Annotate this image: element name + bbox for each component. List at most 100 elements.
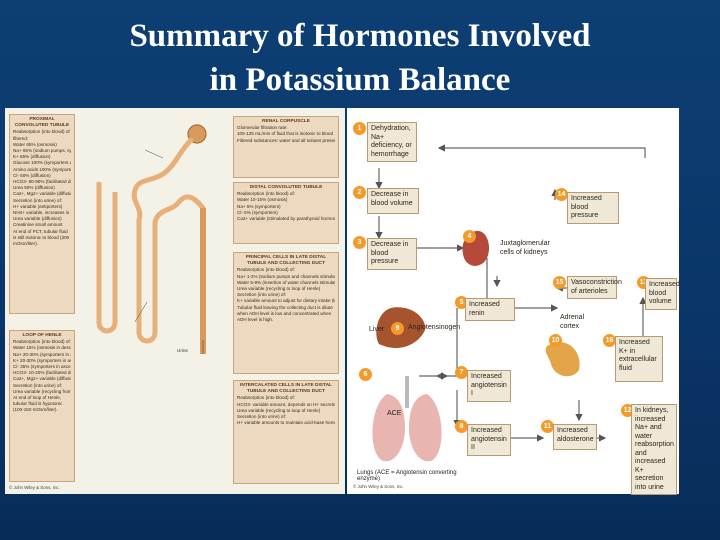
pc-rows: Na+ 1-2% (sodium pumps and channels stim… xyxy=(237,274,335,293)
table-row: Na+ 20-30% (symporters in ascending limb… xyxy=(13,351,71,357)
step-14-number: 14 xyxy=(555,188,568,201)
loop-footnote: At end of loop of Henle, tubular fluid i… xyxy=(13,395,63,413)
table-row: Ca2+, Mg2+ variable (diffusion) xyxy=(13,191,71,197)
step-12-number: 12 xyxy=(621,404,634,417)
table-row: Na+ 65% (sodium pumps, symporters, antip… xyxy=(13,148,71,154)
step-8-number: 8 xyxy=(455,420,468,433)
right-credit: © John Wiley & Sons, Inc. xyxy=(353,484,404,489)
table-row: K+ variable amount to adjust for dietary… xyxy=(237,298,335,304)
step-5-number: 5 xyxy=(455,296,468,309)
table-row: Glucose 100% (symporters and facilitated… xyxy=(13,160,71,166)
table-row: HCO3- 80-90% (facilitated diffusion) xyxy=(13,179,71,185)
table-row: Water 65% (osmosis) xyxy=(13,141,57,147)
pct-secretion-subtitle: Secretion (into urine) of: xyxy=(13,197,63,203)
ic-secretion-rows: H+ variable amounts to maintain acid-bas… xyxy=(237,420,335,426)
nephron-summary-panel: PROXIMAL CONVOLUTED TUBULE Reabsorption … xyxy=(5,108,345,494)
table-row: H+ variable (antiporters) xyxy=(13,203,63,209)
urine-label: Urine xyxy=(177,348,188,353)
pct-secretion-rows: H+ variable (antiporters)NH4+ variable, … xyxy=(13,204,71,229)
ic-rows: HCO3- variable amount, depends on H+ sec… xyxy=(237,402,335,414)
loop-secretion-subtitle: Secretion (into urine) of: xyxy=(13,382,63,388)
principal-cells-box: PRINCIPAL CELLS IN LATE DISTAL TUBULE AN… xyxy=(233,252,339,374)
table-row: Cl- 50% (diffusion) xyxy=(13,172,51,178)
table-row: Urea 50% (diffusion) xyxy=(13,185,55,191)
left-credit: © John Wiley & Sons, Inc. xyxy=(9,485,60,490)
table-row: H+ variable amounts to maintain acid-bas… xyxy=(237,420,335,426)
table-row: Glomerular filtration rate: xyxy=(237,125,288,131)
renal-corpuscle-box: RENAL CORPUSCLE Glomerular filtration ra… xyxy=(233,116,339,178)
dct-subtitle: Reabsorption (into blood) of: xyxy=(237,191,295,197)
ace-label: ACE xyxy=(387,410,402,417)
step-6-number: 6 xyxy=(359,368,372,381)
step-3-number: 3 xyxy=(353,236,366,249)
table-row: Filtered substances: water and all solut… xyxy=(237,137,335,143)
ic-secretion-subtitle: Secretion (into urine) of: xyxy=(237,414,287,420)
step-10-number: 10 xyxy=(549,334,562,347)
pct-subtitle: Reabsorption (into blood) of filtered: xyxy=(13,129,70,141)
title-line-2: in Potassium Balance xyxy=(209,62,511,98)
table-row: Cl- 35% (symporters in ascending limb) xyxy=(13,364,71,370)
loop-rows: Water 15% (osmosis in descending limb)Na… xyxy=(13,345,71,382)
step-1-number: 1 xyxy=(353,122,366,135)
pc-title: PRINCIPAL CELLS IN LATE DISTAL TUBULE AN… xyxy=(245,255,327,267)
table-row: Water 5-9% (insertion of water channels … xyxy=(237,279,335,285)
table-row: Cl- 5% (symporters) xyxy=(237,209,278,215)
step-2-box: Decrease in blood volume xyxy=(367,188,419,214)
table-row: Creatinine small amount xyxy=(13,222,63,228)
step-8-box: Increased angiotensin II xyxy=(467,424,511,456)
table-row: Ca2+ variable (stimulated by parathyroid… xyxy=(237,216,335,222)
table-row: Urea variable (recycling from collecting… xyxy=(13,388,71,394)
step-3-box: Decrease in blood pressure xyxy=(367,238,417,270)
loop-subtitle: Reabsorption (into blood) of: xyxy=(13,339,71,345)
ic-subtitle: Reabsorption (into blood) of: xyxy=(237,395,295,401)
step-7-number: 7 xyxy=(455,366,468,379)
loop-title: LOOP OF HENLE xyxy=(22,333,62,338)
pc-footnote: Tubular fluid leaving the collecting duc… xyxy=(237,304,333,323)
table-row: Na+ 1-2% (sodium pumps and channels stim… xyxy=(237,273,335,279)
nephron-illustration xyxy=(96,124,207,354)
table-row: NH4+ variable, increases in acidosis (an… xyxy=(13,210,71,216)
dct-box: DISTAL CONVOLUTED TUBULE Reabsorption (i… xyxy=(233,182,339,244)
table-row: Amino acids 100% (symporters and facilit… xyxy=(13,166,71,172)
table-row: Water 10-15% (osmosis) xyxy=(237,197,288,203)
pct-footnote: At end of PCT, tubular fluid is still is… xyxy=(13,228,70,247)
table-row: Urea variable (recycling to loop of Henl… xyxy=(237,407,321,413)
pc-subtitle: Reabsorption (into blood) of: xyxy=(237,267,295,273)
pc-secretion-subtitle: Secretion (into urine) of: xyxy=(237,292,287,298)
dct-title: DISTAL CONVOLUTED TUBULE xyxy=(249,185,323,190)
table-row: K+ 65% (diffusion) xyxy=(13,154,51,160)
lungs-label: Lungs (ACE = Angiotensin converting enzy… xyxy=(357,470,457,482)
pct-rows: Water 65% (osmosis)Na+ 65% (sodium pumps… xyxy=(13,142,71,198)
ic-title: INTERCALATED CELLS IN LATE DISTAL TUBULE… xyxy=(240,383,332,395)
pct-box: PROXIMAL CONVOLUTED TUBULE Reabsorption … xyxy=(9,114,75,314)
step-9-number: 9 xyxy=(391,322,404,335)
table-row: Ca2+, Mg2+ variable (diffusion) xyxy=(13,376,71,382)
step-15-number: 15 xyxy=(553,276,566,289)
loop-box: LOOP OF HENLE Reabsorption (into blood) … xyxy=(9,330,75,482)
step-2-number: 2 xyxy=(353,186,366,199)
dct-rows: Water 10-15% (osmosis)Na+ 5% (symporters… xyxy=(237,197,335,222)
intercalated-cells-box: INTERCALATED CELLS IN LATE DISTAL TUBULE… xyxy=(233,380,339,484)
table-row: K+ 20-30% (symporters in ascending limb) xyxy=(13,357,71,363)
table-row: 105-125 mL/min of fluid that is isotonic… xyxy=(237,131,334,137)
step-14-box: Increased blood pressure xyxy=(567,192,619,224)
step-7-box: Increased angiotensin I xyxy=(467,370,511,402)
table-row: Urea variable (recycling to loop of Henl… xyxy=(237,286,321,292)
table-row: Urea variable (diffusion) xyxy=(13,216,62,222)
step-16-number: 16 xyxy=(603,334,616,347)
table-row: Water 15% (osmosis in descending limb) xyxy=(13,345,71,351)
table-row: HCO3- variable amount, depends on H+ sec… xyxy=(237,401,335,407)
table-row: HCO3- 10-20% (facilitated diffusion) xyxy=(13,370,71,376)
rc-rows: Glomerular filtration rate:105-125 mL/mi… xyxy=(237,125,335,144)
step-13-box: Increased blood volume xyxy=(645,278,680,310)
title-line-1: Summary of Hormones Involved xyxy=(129,18,591,54)
step-9-box: Angiotensinogen xyxy=(408,324,461,331)
step-11-box: Increased aldosterone xyxy=(553,424,597,450)
loop-secretion-rows: Urea variable (recycling from collecting… xyxy=(13,389,71,395)
table-row: Na+ 5% (symporters) xyxy=(237,203,281,209)
step-4-number: 4 xyxy=(463,230,476,243)
step-11-number: 11 xyxy=(541,420,554,433)
page-title: Summary of Hormones Involved in Potassiu… xyxy=(0,14,720,102)
step-4-box: Juxtaglomerular cells of kidneys xyxy=(500,240,550,256)
